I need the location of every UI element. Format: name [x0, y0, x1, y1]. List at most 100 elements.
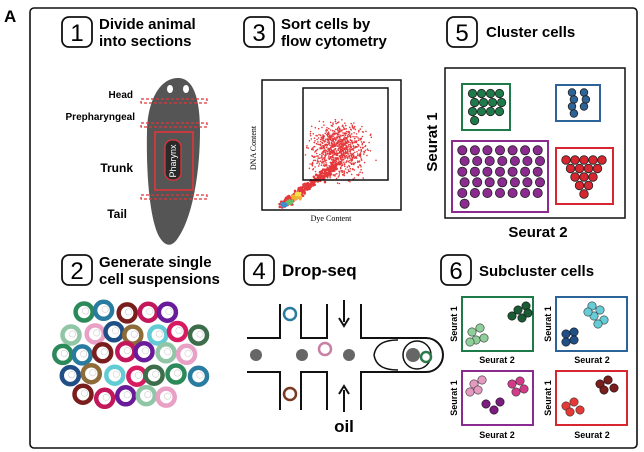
flow-event	[351, 124, 354, 127]
flow-event	[326, 153, 329, 155]
flow-event	[329, 144, 331, 147]
flow-event	[342, 141, 344, 144]
flow-event	[356, 136, 358, 138]
flow-event	[361, 135, 364, 138]
flow-event	[353, 141, 355, 144]
flow-event	[314, 151, 316, 153]
flow-event	[327, 132, 329, 135]
flow-event	[359, 164, 362, 166]
flow-event	[337, 149, 340, 152]
subcluster-cell-green-dark	[507, 311, 517, 321]
flow-event	[342, 142, 344, 145]
flow-event	[339, 160, 341, 162]
cut-line-tail	[140, 194, 208, 200]
flow-event	[337, 121, 340, 123]
panel-letter: A	[4, 7, 16, 26]
flow-event	[316, 135, 318, 137]
suspended-cell-nucleus	[152, 370, 160, 378]
step-5-number: 5	[455, 20, 468, 47]
flow-event	[310, 138, 313, 140]
flow-event	[349, 181, 351, 183]
flow-event	[339, 140, 341, 142]
flow-event	[344, 165, 346, 168]
flow-event	[340, 134, 342, 137]
flow-event	[344, 168, 347, 170]
flow-event-dense	[314, 173, 318, 177]
flow-event	[329, 129, 332, 131]
cluster-box-blue	[555, 84, 601, 122]
flow-event	[321, 126, 323, 129]
flow-event	[342, 124, 344, 127]
cluster-cell-green	[494, 88, 505, 99]
flow-event-dense	[321, 177, 325, 180]
subcluster-purple-xlabel: Seurat 2	[479, 430, 515, 440]
flow-event	[309, 130, 312, 133]
flow-event	[315, 149, 318, 152]
channel-wall-bottom-middle	[300, 371, 328, 410]
cluster-cell-purple	[457, 145, 468, 156]
flow-event	[313, 137, 316, 139]
flow-event	[335, 128, 337, 131]
flow-event	[343, 127, 346, 130]
flow-event-dense	[335, 163, 339, 166]
flow-event	[351, 141, 353, 143]
flow-event	[367, 149, 370, 152]
step-5-badge	[446, 16, 478, 48]
subcluster-cell-pink	[477, 375, 487, 385]
cluster-cell-purple	[494, 166, 505, 177]
flow-event	[350, 163, 353, 166]
droplet-pinch-bottom	[373, 354, 399, 371]
flow-event	[334, 157, 337, 160]
flow-event	[338, 150, 341, 153]
flow-event	[327, 143, 330, 145]
flow-event-hot	[293, 198, 297, 201]
flow-event	[336, 154, 339, 157]
label-prepharyngeal: Prepharyngeal	[66, 112, 136, 123]
flow-event	[344, 134, 347, 137]
cluster-cell-blue	[579, 102, 589, 111]
flow-event	[325, 164, 327, 166]
flow-event	[364, 144, 367, 147]
flow-event	[345, 160, 348, 162]
flow-event	[340, 152, 343, 155]
subcluster-cell-blue-light	[593, 319, 603, 329]
suspended-cell-nucleus	[69, 330, 77, 338]
flow-event	[323, 151, 325, 153]
flow-event	[319, 138, 322, 141]
flow-event	[338, 182, 341, 185]
channel-wall-bottom-right	[360, 371, 400, 410]
flow-event	[317, 155, 320, 157]
subcluster-cell-blue-light	[595, 305, 605, 315]
flow-event	[338, 147, 340, 149]
flow-event	[343, 136, 346, 138]
flow-event-dense	[326, 174, 329, 178]
flow-event	[311, 163, 313, 165]
droplet-pinch-top	[373, 339, 399, 356]
suspended-cell-nucleus	[82, 307, 90, 315]
cell-inlet-top	[282, 306, 298, 322]
flow-event	[322, 144, 324, 147]
flow-event	[347, 160, 349, 162]
cluster-cell-blue	[567, 102, 577, 111]
subcluster-red-xlabel: Seurat 2	[574, 430, 610, 440]
flow-event	[349, 150, 351, 153]
flow-event	[342, 126, 345, 128]
cluster-cell-green	[469, 97, 480, 108]
flow-event	[334, 173, 337, 176]
flow-event	[337, 126, 340, 128]
flow-event	[331, 137, 334, 140]
flow-event	[354, 156, 356, 158]
flow-event	[329, 152, 331, 155]
step-5: 5 Cluster cells	[446, 16, 575, 48]
flow-event	[357, 131, 360, 133]
flow-event	[344, 147, 346, 149]
subcluster-cell-green-light	[465, 337, 475, 347]
flow-event	[306, 145, 308, 147]
droplet-bead	[406, 348, 420, 362]
flow-event	[324, 143, 326, 146]
flow-event	[329, 134, 331, 136]
step-5-title: Cluster cells	[486, 24, 575, 41]
flow-event	[333, 151, 336, 154]
flow-event	[323, 124, 325, 126]
